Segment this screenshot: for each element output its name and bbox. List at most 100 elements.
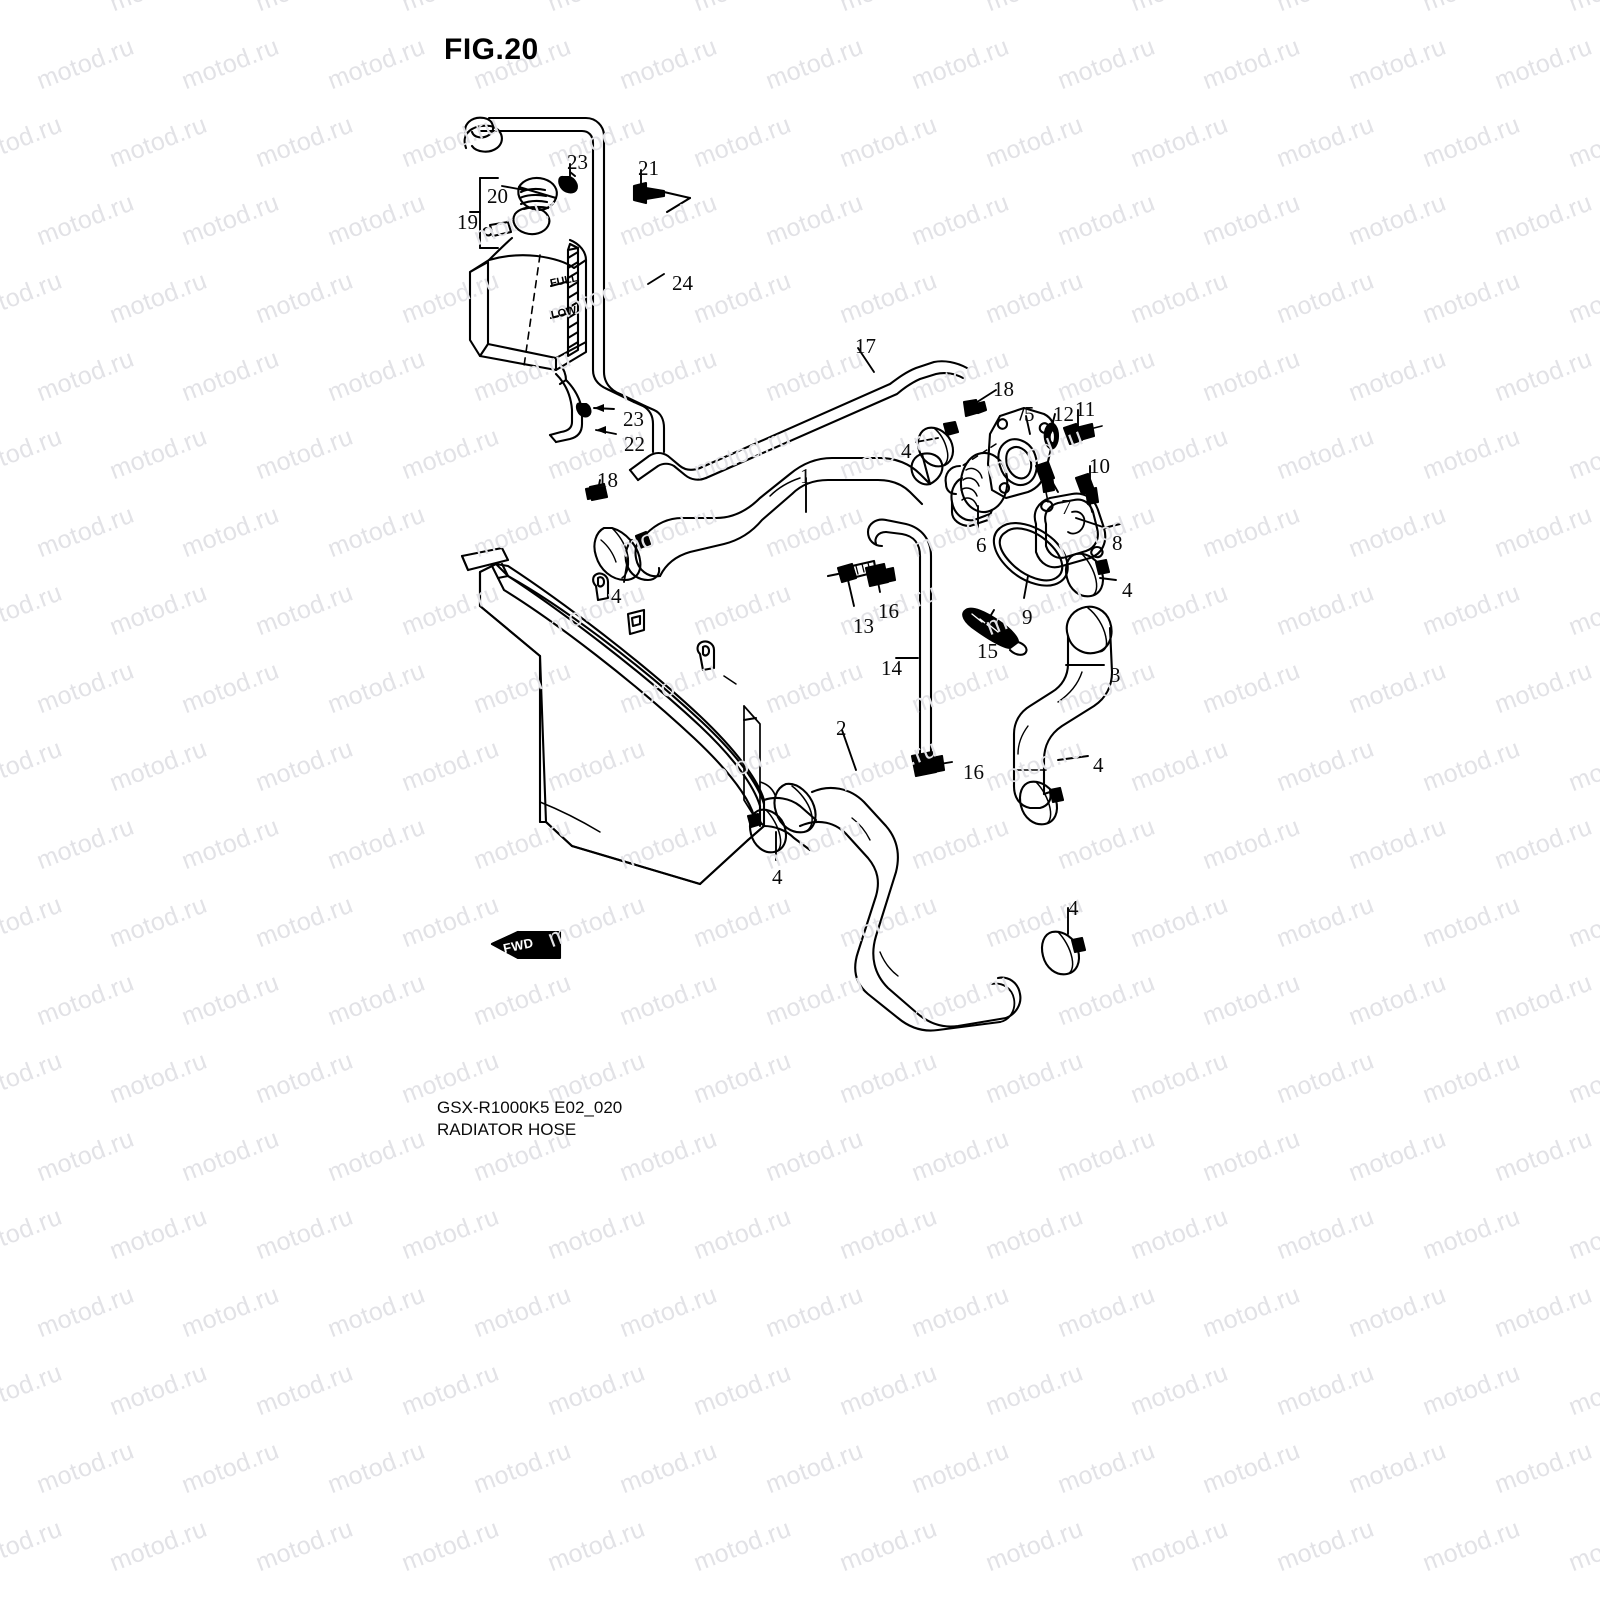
watermark-text: motod.ru (0, 1358, 66, 1422)
callout-thermostat-cover-8: 8 (1112, 531, 1123, 555)
watermark-text: motod.ru (1199, 1280, 1305, 1344)
callout-hose-clamp-4b: 4 (611, 584, 622, 608)
bolt-21 (632, 181, 692, 214)
watermark-text: motod.ru (469, 1280, 576, 1344)
watermark-text: motod.ru (1418, 1202, 1525, 1266)
watermark-text: motod.ru (1127, 1358, 1233, 1422)
hose-clamp-4-hose3-bottom (1018, 780, 1065, 826)
watermark-text: motod.ru (1273, 1202, 1379, 1266)
watermark-text: motod.ru (0, 1202, 66, 1266)
watermark-text: motod.ru (324, 1436, 430, 1500)
watermark-text: motod.ru (178, 1436, 284, 1500)
figure-title: FIG.20 (444, 33, 539, 66)
watermark-text: motod.ru (835, 1202, 941, 1266)
hose-clip-23-lower (575, 402, 592, 418)
watermark-text: motod.ru (106, 1202, 212, 1266)
watermark-text: motod.ru (1273, 1358, 1379, 1422)
watermark-text: motod.ru (835, 1358, 941, 1422)
watermark-text: motod.ru (1199, 1436, 1305, 1500)
callout-reservoir-tank-assembly-19: 19 (457, 210, 478, 234)
water-pump-hose-3 (1012, 605, 1114, 810)
watermark-text: motod.ru (1127, 1514, 1233, 1578)
watermark-text: motod.ru (543, 1202, 649, 1266)
washer-12 (1043, 422, 1060, 450)
callout-hose-clip-18a: 18 (993, 377, 1014, 401)
radiator-outlet-hose-2 (773, 782, 1022, 1032)
reservoir-tank-19 (468, 176, 588, 386)
hose-clip-18-right (962, 398, 988, 418)
fwd-direction-marker (490, 930, 562, 960)
callout-thermostat-case-5: 5 (1024, 402, 1035, 426)
watermark-text: motod.ru (1564, 1202, 1600, 1266)
watermark-text: motod.ru (835, 1514, 941, 1578)
callout-hose-clamp-4a: 4 (901, 439, 912, 463)
watermark-text: motod.ru (469, 1436, 576, 1500)
watermark-text: motod.ru (981, 1514, 1087, 1578)
callout-drain-plug-13: 13 (853, 614, 874, 638)
watermark-text: motod.ru (1490, 1436, 1597, 1500)
callout-hose-clip-23a: 23 (567, 150, 588, 174)
callout-clamp-band-15: 15 (977, 639, 998, 663)
watermark-text: motod.ru (1418, 1358, 1525, 1422)
leader-arrowheads (594, 404, 606, 434)
bolt-7 (1034, 460, 1056, 503)
hose-clamp-4-hose2-left (746, 808, 788, 854)
hose-clip-23-upper (558, 171, 578, 194)
watermark-text: motod.ru (1127, 1202, 1233, 1266)
watermark-text: motod.ru (1345, 1280, 1451, 1344)
callout-hose-clip-23b: 23 (623, 407, 644, 431)
watermark-text: motod.ru (1564, 1358, 1600, 1422)
callout-radiator-outlet-hose-2: 2 (836, 716, 847, 740)
watermark-text: motod.ru (689, 1202, 795, 1266)
watermark-text: motod.ru (397, 1358, 504, 1422)
callout-hose-clamp-4f: 4 (1068, 896, 1079, 920)
o-ring-9 (992, 522, 1069, 587)
clamp-band-15 (962, 607, 1028, 656)
callout-breather-hose-17: 17 (855, 334, 876, 358)
overflow-hose-24 (463, 116, 666, 454)
callout-reservoir-cap-20: 20 (487, 184, 508, 208)
callout-bolt-21: 21 (638, 156, 659, 180)
watermark-text: motod.ru (178, 1280, 284, 1344)
watermark-text: motod.ru (543, 1358, 649, 1422)
watermark-text: motod.ru (689, 1514, 795, 1578)
callout-leader-lines (469, 163, 1117, 935)
callout-bolt-7: 7 (1061, 495, 1072, 519)
callout-washer-12: 12 (1053, 402, 1074, 426)
reservoir-hose-22 (548, 372, 584, 444)
hose-clamp-4-hose2-right (1040, 930, 1087, 976)
hose-clip-16-upper (864, 562, 897, 588)
callout-bolt-10: 10 (1089, 454, 1110, 478)
callout-hose-clip-18b: 18 (597, 468, 618, 492)
watermark-text: motod.ru (397, 1514, 504, 1578)
watermark-text: motod.ru (32, 1436, 138, 1500)
callout-overflow-hose-24: 24 (672, 271, 693, 295)
watermark-text: motod.ru (1273, 1514, 1379, 1578)
watermark-text: motod.ru (1345, 1436, 1451, 1500)
watermark-text: motod.ru (0, 1514, 66, 1578)
bolt-11 (1062, 422, 1103, 446)
hose-clamp-4-cover (1064, 552, 1111, 598)
watermark-text: motod.ru (1053, 1280, 1159, 1344)
callout-hose-clip-16b: 16 (963, 760, 984, 784)
callout-reservoir-hose-22: 22 (624, 432, 645, 456)
watermark-text: motod.ru (397, 1202, 504, 1266)
callout-radiator-inlet-hose-1: 1 (800, 464, 811, 488)
diagram-footer: GSX-R1000K5 E02_020 RADIATOR HOSE (437, 1097, 622, 1141)
callout-hose-clip-16a: 16 (878, 599, 899, 623)
watermark-text: motod.ru (543, 1514, 649, 1578)
watermark-text: motod.ru (1564, 1514, 1600, 1578)
watermark-text: motod.ru (1418, 1514, 1525, 1578)
watermark-text: motod.ru (1053, 1436, 1159, 1500)
footer-section-name: RADIATOR HOSE (437, 1120, 577, 1140)
watermark-text: motod.ru (252, 1202, 358, 1266)
watermark-text: motod.ru (252, 1358, 358, 1422)
callout-bolt-11: 11 (1075, 397, 1096, 421)
callout-hose-clamp-4c: 4 (1122, 578, 1133, 602)
watermark-text: motod.ru (907, 1436, 1013, 1500)
watermark-text: motod.ru (32, 1280, 138, 1344)
watermark-text: motod.ru (615, 1436, 721, 1500)
watermark-text: motod.ru (761, 1280, 867, 1344)
